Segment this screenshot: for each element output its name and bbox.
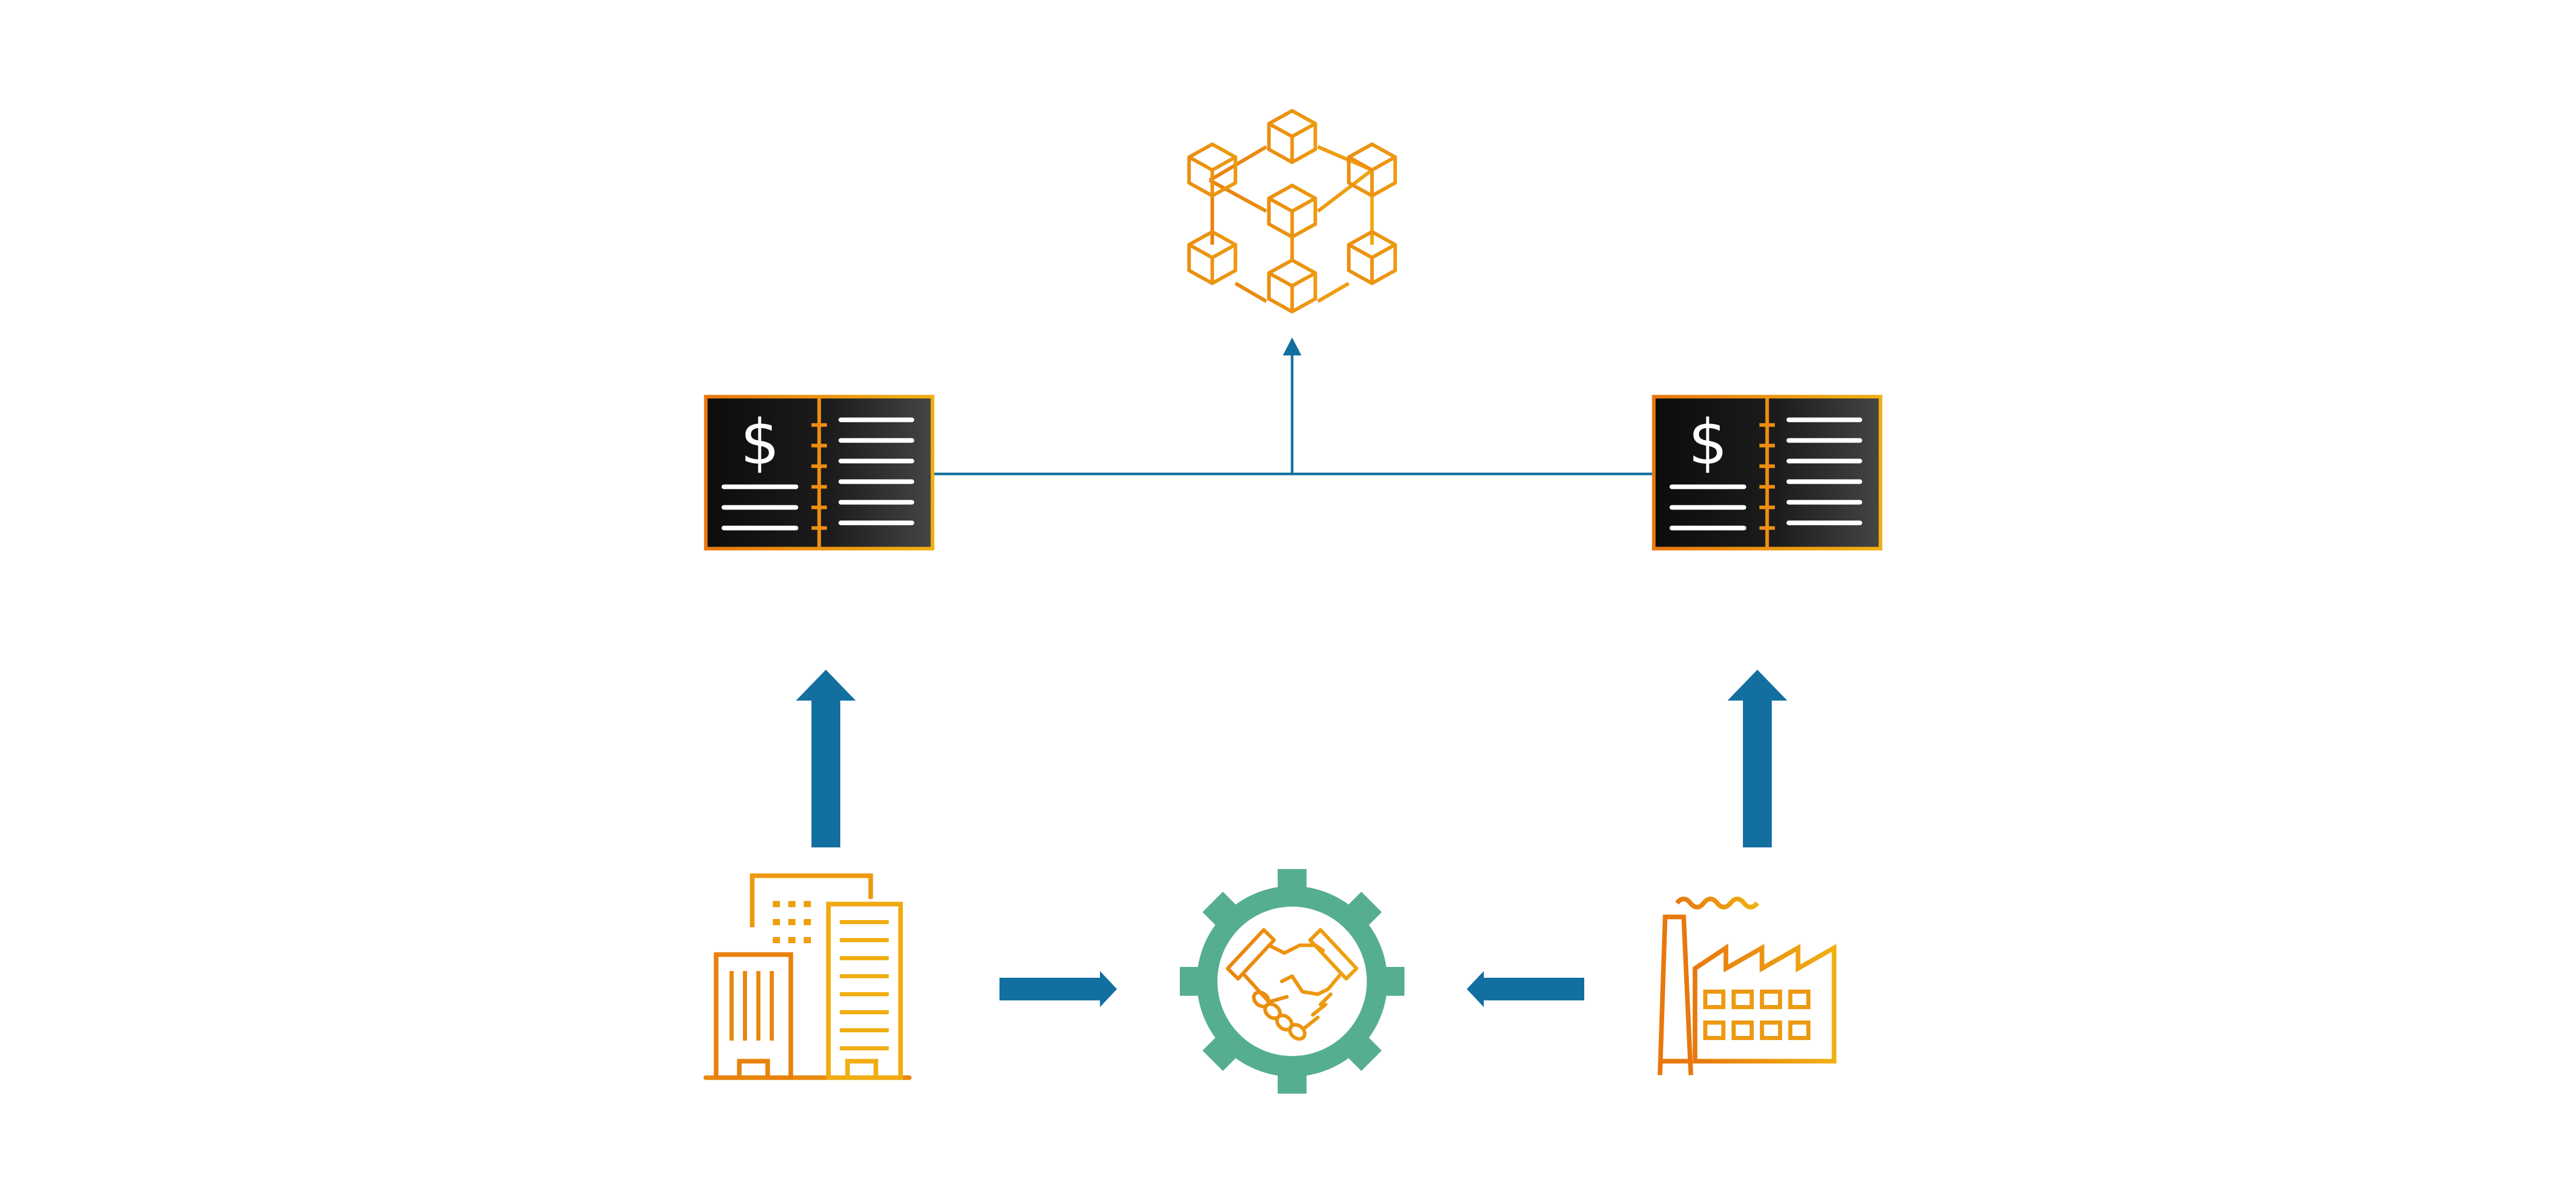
office-buildings-icon	[703, 873, 912, 1080]
binder-rings	[811, 423, 827, 530]
ledger-connector	[933, 355, 1654, 475]
arrow-right-to-gear	[999, 971, 1117, 1007]
arrow-left-to-gear	[1467, 971, 1584, 1007]
binder-rings	[1759, 423, 1775, 530]
factory-icon	[1656, 896, 1837, 1078]
dollar-symbol: $	[740, 407, 779, 479]
factory-smoke	[1675, 896, 1759, 910]
dollar-symbol: $	[1688, 407, 1727, 479]
block-cube	[1269, 111, 1315, 162]
block-cube	[1349, 144, 1395, 196]
ledger-lines	[1669, 417, 1862, 531]
arrow-up-left	[796, 670, 856, 847]
handshake-gear-icon	[1180, 869, 1404, 1094]
ledger-book-icon-right: $	[1652, 395, 1883, 551]
blockchain-links	[1209, 145, 1374, 303]
block-cube	[1269, 185, 1315, 237]
block-cube	[1269, 260, 1315, 312]
handshake	[1226, 928, 1359, 1041]
blockchain-cubes-icon	[1189, 111, 1395, 312]
ledger-lines	[721, 417, 914, 531]
blockchain-arrowhead	[1283, 337, 1301, 355]
arrow-up-right	[1727, 670, 1787, 847]
ledger-book-icon-left: $	[704, 395, 935, 551]
